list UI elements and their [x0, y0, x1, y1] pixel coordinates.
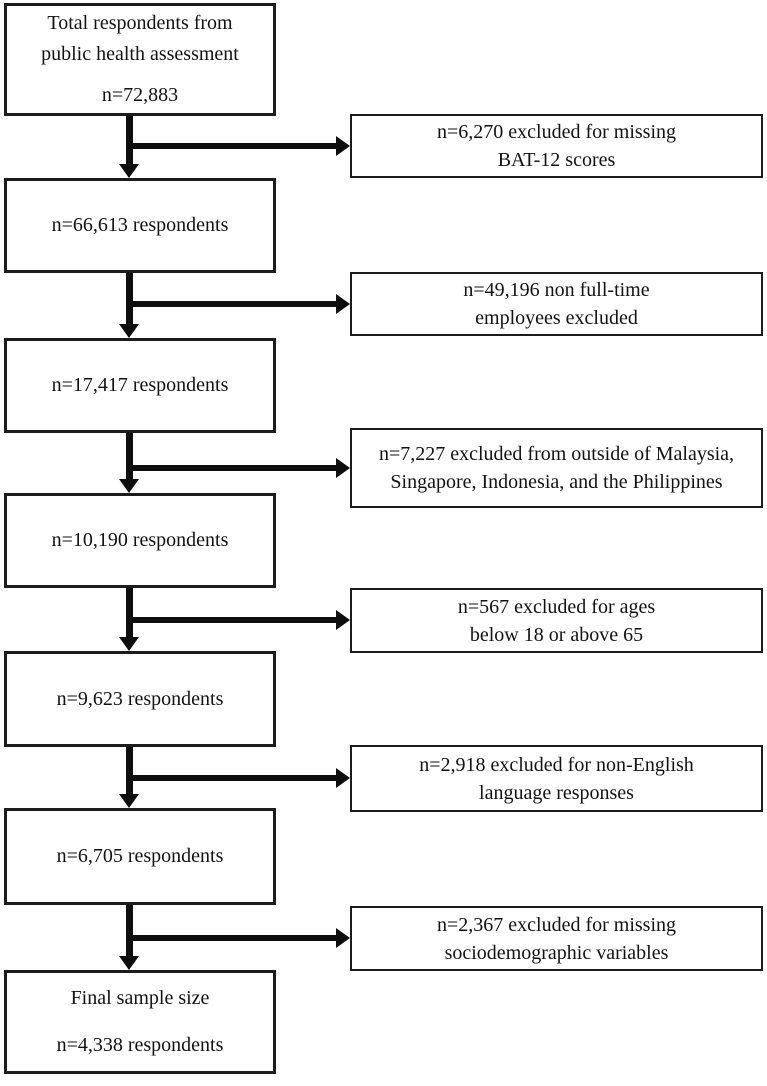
box-final-line1: Final sample size — [70, 987, 210, 1009]
exclusion-6-line2: sociodemographic variables — [444, 941, 669, 964]
branch-arrow-line-1 — [129, 143, 336, 149]
exclusion-box-3: n=7,227 excluded from outside of Malaysi… — [350, 428, 763, 508]
box-total-line1: Total respondents from — [47, 12, 233, 34]
down-arrowhead-1-icon — [119, 164, 139, 178]
down-arrowhead-4-icon — [119, 637, 139, 651]
box-total-line2: public health assessment — [41, 43, 239, 65]
branch-arrow-line-2 — [129, 301, 336, 307]
down-arrowhead-6-icon — [119, 956, 139, 970]
exclusion-3-line2: Singapore, Indonesia, and the Philippine… — [390, 471, 723, 493]
box-total-respondents: Total respondents from public health ass… — [4, 3, 276, 116]
exclusion-box-4: n=567 excluded for ages below 18 or abov… — [350, 588, 763, 653]
box-step-1-label: n=66,613 respondents — [51, 214, 229, 236]
box-final-sample: Final sample size n=4,338 respondents — [4, 970, 276, 1074]
box-step-2-label: n=17,417 respondents — [51, 374, 229, 396]
right-arrowhead-3-icon — [336, 458, 350, 478]
down-arrow-line-2 — [126, 273, 133, 324]
down-arrow-line-4 — [126, 588, 133, 637]
exclusion-5-line1: n=2,918 excluded for non-English — [419, 753, 694, 776]
box-step-4-label: n=9,623 respondents — [56, 687, 224, 710]
right-arrowhead-1-icon — [336, 136, 350, 156]
exclusion-6-line1: n=2,367 excluded for missing — [436, 913, 677, 936]
box-step-1: n=66,613 respondents — [4, 178, 276, 273]
branch-arrow-line-5 — [129, 775, 336, 781]
right-arrowhead-5-icon — [336, 768, 350, 788]
exclusion-box-5: n=2,918 excluded for non-English languag… — [350, 745, 763, 812]
exclusion-box-2: n=49,196 non full-time employees exclude… — [350, 272, 763, 336]
branch-arrow-line-3 — [129, 465, 336, 471]
exclusion-3-line1: n=7,227 excluded from outside of Malaysi… — [378, 443, 735, 465]
box-final-line2: n=4,338 respondents — [56, 1034, 224, 1056]
down-arrowhead-5-icon — [119, 794, 139, 808]
down-arrowhead-2-icon — [119, 324, 139, 338]
box-step-3-label: n=10,190 respondents — [51, 529, 229, 551]
exclusion-2-line2: employees excluded — [475, 307, 638, 329]
branch-arrow-line-4 — [129, 617, 336, 623]
down-arrow-line-3 — [126, 433, 133, 479]
box-step-5: n=6,705 respondents — [4, 808, 276, 905]
box-step-2: n=17,417 respondents — [4, 338, 276, 433]
down-arrow-line-1 — [126, 116, 133, 164]
exclusion-5-line2: language responses — [479, 781, 634, 804]
exclusion-4-line1: n=567 excluded for ages — [457, 595, 656, 618]
exclusion-1-line1: n=6,270 excluded for missing — [436, 121, 677, 143]
box-step-4: n=9,623 respondents — [4, 651, 276, 747]
exclusion-1-line2: BAT-12 scores — [497, 149, 616, 171]
exclusion-box-1: n=6,270 excluded for missing BAT-12 scor… — [350, 114, 763, 178]
exclusion-2-line1: n=49,196 non full-time — [463, 279, 650, 301]
exclusion-4-line2: below 18 or above 65 — [469, 623, 644, 646]
exclusion-box-6: n=2,367 excluded for missing sociodemogr… — [350, 906, 763, 971]
right-arrowhead-4-icon — [336, 610, 350, 630]
box-step-3: n=10,190 respondents — [4, 493, 276, 588]
down-arrowhead-3-icon — [119, 479, 139, 493]
branch-arrow-line-6 — [129, 935, 336, 941]
right-arrowhead-6-icon — [336, 928, 350, 948]
box-total-n: n=72,883 — [101, 84, 179, 106]
right-arrowhead-2-icon — [336, 294, 350, 314]
box-step-5-label: n=6,705 respondents — [56, 845, 224, 867]
down-arrow-line-6 — [126, 905, 133, 956]
down-arrow-line-5 — [126, 747, 133, 794]
